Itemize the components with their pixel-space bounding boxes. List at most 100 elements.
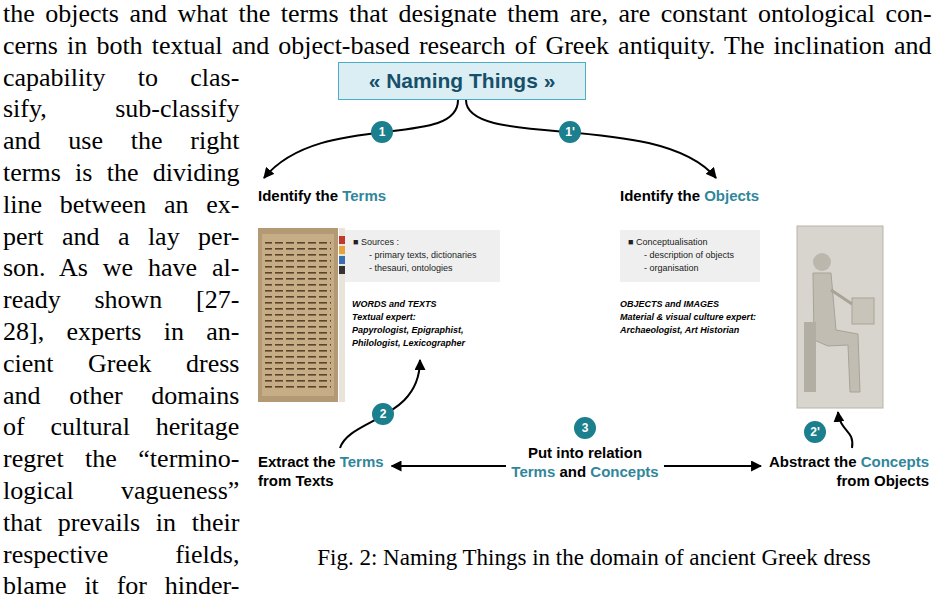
word: of	[3, 412, 25, 441]
word: lay	[148, 222, 180, 251]
step-heading: Abstract the Concepts from Objects	[769, 452, 929, 490]
circle-fill	[804, 421, 826, 443]
word: logical	[3, 476, 74, 505]
word: constant	[661, 0, 748, 28]
concept-box: ■ Conceptualisation- description of obje…	[620, 230, 760, 282]
word: inclination	[774, 31, 885, 60]
papyrus-writing	[265, 238, 331, 392]
relief-arm	[831, 290, 852, 304]
word: prevails	[58, 508, 140, 537]
expert-note: Material & visual culture expert:	[620, 311, 756, 324]
word: respective	[3, 540, 108, 569]
word: what	[177, 0, 228, 28]
word: an	[164, 190, 189, 219]
word: dividing	[153, 158, 240, 187]
relief-head	[813, 253, 831, 271]
word: it	[84, 571, 98, 600]
word: Material	[620, 312, 654, 322]
body-text-line: line between an ex-	[3, 189, 240, 221]
word: the	[678, 187, 701, 204]
expert-note: Papyrologist, Epigraphist, Philologist, …	[352, 324, 465, 350]
word: Textual	[352, 312, 383, 322]
word: antiquity.	[618, 31, 715, 60]
word: from	[836, 472, 869, 489]
word: and	[3, 381, 41, 410]
word: expert:	[726, 312, 756, 322]
word: designate	[399, 0, 497, 28]
word: Objects	[874, 472, 929, 489]
relief-chair	[804, 322, 816, 392]
circle-fill	[371, 121, 393, 143]
step-number: 2'	[804, 421, 826, 443]
word: of	[515, 31, 537, 60]
word: cient	[3, 349, 54, 378]
word: Abstract	[769, 453, 830, 470]
word: Concepts	[861, 453, 929, 470]
expert-note: Textual expert:	[352, 311, 416, 324]
word: Concepts	[590, 463, 658, 480]
relief-basket	[852, 298, 874, 324]
expert-note: WORDS and TEXTS	[352, 298, 437, 311]
word: line	[3, 190, 42, 219]
word: and	[62, 222, 100, 251]
body-text-line: 28], experts in an-	[3, 316, 240, 348]
word: an-	[206, 317, 239, 346]
body-text-line: sify, sub-classify	[3, 93, 240, 125]
word: the	[834, 453, 857, 470]
word: into	[556, 444, 584, 461]
word: culture	[694, 312, 724, 322]
word: clas-	[190, 63, 239, 92]
papyrus-image	[258, 228, 345, 402]
word: are	[618, 0, 650, 28]
word: relation	[588, 444, 642, 461]
word: “termino-	[138, 444, 239, 473]
word: the	[316, 187, 339, 204]
word: visual	[666, 312, 692, 322]
step-number-text: 1'	[559, 121, 581, 143]
word: dress	[186, 349, 239, 378]
circle-fill	[372, 403, 394, 425]
word: con-	[885, 0, 931, 28]
word: are,	[570, 0, 608, 28]
word: and	[232, 31, 270, 60]
step-heading: Identify the Objects	[620, 186, 759, 205]
word: have	[148, 253, 197, 282]
word: the	[239, 0, 271, 28]
body-text-line: respective fields,	[3, 539, 240, 571]
step-number-text: 1	[371, 121, 393, 143]
word: a	[118, 222, 130, 251]
word: expert:	[386, 312, 416, 322]
word: pert	[3, 222, 43, 251]
word: the	[107, 158, 139, 187]
word: objects	[45, 0, 119, 28]
word: that	[3, 508, 42, 537]
word: the	[3, 0, 35, 28]
expert-note: Archaeologist, Art Historian	[620, 324, 739, 337]
word: their	[192, 508, 240, 537]
word: The	[724, 31, 764, 60]
word: cultural	[50, 412, 129, 441]
body-text-line: regret the “termino-	[3, 443, 240, 475]
body-text-line: cerns in both textual and object-based r…	[3, 30, 932, 62]
word: [27-	[196, 285, 239, 314]
body-text-line: of cultural heritage	[3, 411, 240, 443]
step-heading: Identify the Terms	[258, 186, 386, 205]
word: ready	[3, 285, 61, 314]
word: Terms	[340, 453, 384, 470]
sources-box: ■ Sources :- primary texts, dictionaries…	[345, 230, 500, 282]
word: Art	[685, 325, 698, 335]
word: use	[68, 126, 103, 155]
body-text-line: ready shown [27-	[3, 284, 240, 316]
body-text-line: logical vagueness”	[3, 475, 240, 507]
word: research	[419, 31, 506, 60]
word: and	[129, 0, 167, 28]
word: Identify	[620, 187, 673, 204]
word: Historian	[700, 325, 739, 335]
word: IMAGES	[684, 299, 720, 309]
word: sify,	[3, 94, 47, 123]
step-heading: Put into relation Terms and Concepts	[506, 443, 663, 481]
word: regret	[3, 444, 64, 473]
word: Terms	[342, 187, 386, 204]
word: both	[96, 31, 142, 60]
